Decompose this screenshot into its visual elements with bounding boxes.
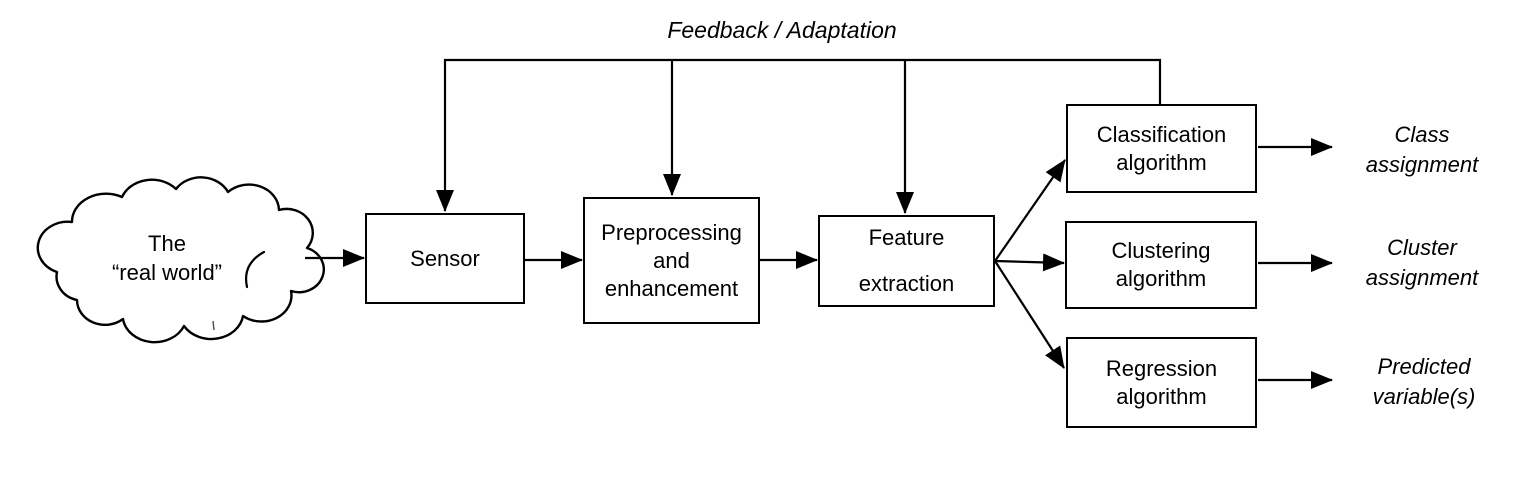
feedback-line [436, 58, 1162, 212]
edge-feature-regression [994, 260, 1065, 369]
node-regression-algorithm: Regression algorithm [1066, 337, 1257, 428]
output-predicted-variables: Predicted variable(s) [1372, 354, 1476, 409]
node-classification-algorithm: Classification algorithm [1066, 104, 1257, 193]
node-feature-extraction: Feature extraction [818, 215, 995, 307]
feedback-adaptation-label: Feedback / Adaptation [667, 17, 897, 43]
node-clustering-algorithm: Clustering algorithm [1065, 221, 1257, 309]
node-preprocessing: Preprocessing and enhancement [583, 197, 760, 324]
node-sensor: Sensor [365, 213, 525, 304]
output-class-assignment: Class assignment [1365, 122, 1479, 177]
output-cluster-assignment: Cluster assignment [1365, 235, 1479, 290]
cloud-shape [36, 176, 325, 344]
edge-feature-clustering [994, 253, 1065, 272]
cloud-curl-stroke [245, 250, 266, 289]
real-world-cloud-label: The “real world” [111, 231, 223, 285]
edge-feature-classification [994, 159, 1066, 262]
cloud-stray-tick [212, 320, 215, 331]
